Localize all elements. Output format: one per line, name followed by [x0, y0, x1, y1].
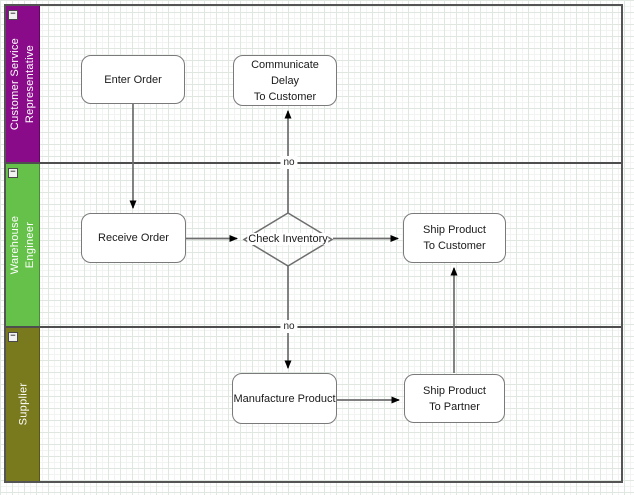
edge-label-no: no: [280, 320, 298, 333]
node-label-line: Ship Product: [423, 224, 486, 236]
node-label-line: To Customer: [253, 90, 317, 103]
lane-customer-service[interactable]: [6, 6, 40, 162]
node-receive-order[interactable]: Receive Order: [81, 213, 186, 263]
lane-separator: [6, 326, 621, 328]
node-label-line: Ship Product: [423, 384, 486, 397]
collapse-lane-icon[interactable]: −: [8, 332, 18, 342]
node-communicate-delay[interactable]: Communicate Delay To Customer: [233, 55, 337, 106]
edge-label-no: no: [280, 156, 298, 169]
lane-supplier[interactable]: [6, 328, 40, 481]
node-label-line: To Customer: [423, 240, 486, 252]
collapse-lane-icon[interactable]: −: [8, 10, 18, 20]
node-label-line: Receive Order: [98, 232, 169, 244]
lane-separator: [6, 162, 621, 164]
collapse-lane-icon[interactable]: −: [8, 168, 18, 178]
node-manufacture-product[interactable]: Manufacture Product: [232, 373, 337, 424]
node-ship-product-to-customer[interactable]: Ship Product To Customer: [403, 213, 506, 263]
diagram-frame: [4, 4, 623, 483]
node-label-line: Manufacture Product: [233, 392, 336, 405]
node-label-line: Communicate: [251, 58, 319, 71]
node-label-line: Enter Order: [104, 73, 162, 86]
node-enter-order[interactable]: Enter Order: [81, 55, 185, 104]
node-label-line: To Partner: [429, 400, 480, 413]
node-label-line: Delay: [270, 74, 300, 87]
lane-warehouse-engineer[interactable]: [6, 164, 40, 326]
node-check-inventory[interactable]: Check Inventory: [247, 233, 329, 245]
node-ship-product-to-partner[interactable]: Ship Product To Partner: [404, 374, 505, 423]
